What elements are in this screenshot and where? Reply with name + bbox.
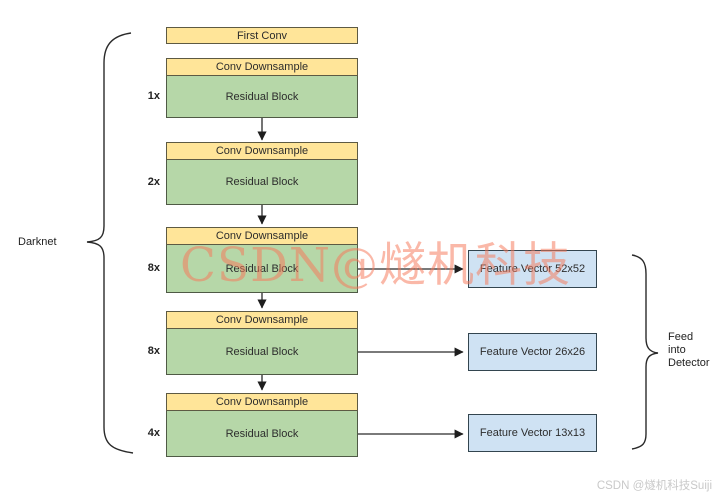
feed-label-line-2: into — [668, 344, 686, 356]
stage-3-conv-downsample: Conv Downsample — [166, 227, 358, 245]
stage-2-body-label: Residual Block — [225, 176, 299, 188]
feed-label-line-1: Feed — [668, 331, 694, 343]
left-brace — [86, 32, 134, 454]
feature-vector-13x13-label: Feature Vector 13x13 — [479, 427, 586, 439]
stage-1-conv-downsample: Conv Downsample — [166, 58, 358, 76]
first-conv-box: First Conv — [166, 27, 358, 44]
stage-4-conv-downsample: Conv Downsample — [166, 311, 358, 329]
stage-5-multiplier: 4x — [147, 427, 160, 439]
feature-vector-52x52-box: Feature Vector 52x52 — [468, 250, 597, 288]
feature-vector-26x26-box: Feature Vector 26x26 — [468, 333, 597, 371]
stage-2-conv-downsample: Conv Downsample — [166, 142, 358, 160]
stage-1-header-label: Conv Downsample — [215, 61, 309, 73]
stage-3-residual-block: Residual Block — [166, 245, 358, 293]
feed-label-line-3: Detector — [668, 357, 710, 369]
stage-2-header-label: Conv Downsample — [215, 145, 309, 157]
stage-1-multiplier: 1x — [147, 90, 160, 102]
first-conv-label: First Conv — [236, 29, 288, 42]
stage-3-body-label: Residual Block — [225, 262, 299, 275]
feature-vector-26x26-label: Feature Vector 26x26 — [479, 346, 586, 358]
stage-2: Conv Downsample Residual Block — [166, 142, 358, 205]
flow-arrows — [257, 118, 464, 439]
stage-3: Conv Downsample Residual Block — [166, 227, 358, 293]
stage-5-residual-block: Residual Block — [166, 411, 358, 457]
stage-4: Conv Downsample Residual Block — [166, 311, 358, 375]
stage-4-body-label: Residual Block — [225, 345, 299, 358]
corner-watermark: CSDN @燧机科技Suiji — [596, 480, 712, 492]
stage-1-residual-block: Residual Block — [166, 76, 358, 118]
stage-1: Conv Downsample Residual Block — [166, 58, 358, 118]
stage-5-header-label: Conv Downsample — [215, 396, 309, 408]
stage-5-conv-downsample: Conv Downsample — [166, 393, 358, 411]
stage-4-residual-block: Residual Block — [166, 329, 358, 375]
feature-vector-52x52-label: Feature Vector 52x52 — [479, 263, 586, 275]
stage-3-multiplier: 8x — [147, 262, 160, 274]
stage-1-body-label: Residual Block — [225, 90, 299, 103]
stage-4-multiplier: 8x — [147, 345, 160, 357]
feed-into-detector-label: Feed into Detector — [668, 331, 710, 370]
feature-vector-13x13-box: Feature Vector 13x13 — [468, 414, 597, 452]
stage-4-header-label: Conv Downsample — [215, 314, 309, 326]
stage-5-body-label: Residual Block — [225, 427, 299, 440]
stage-2-multiplier: 2x — [147, 176, 160, 188]
stage-5: Conv Downsample Residual Block — [166, 393, 358, 457]
stage-2-residual-block: Residual Block — [166, 160, 358, 205]
stage-3-header-label: Conv Downsample — [215, 230, 309, 242]
darknet-label: Darknet — [18, 236, 57, 248]
right-brace — [631, 254, 659, 450]
